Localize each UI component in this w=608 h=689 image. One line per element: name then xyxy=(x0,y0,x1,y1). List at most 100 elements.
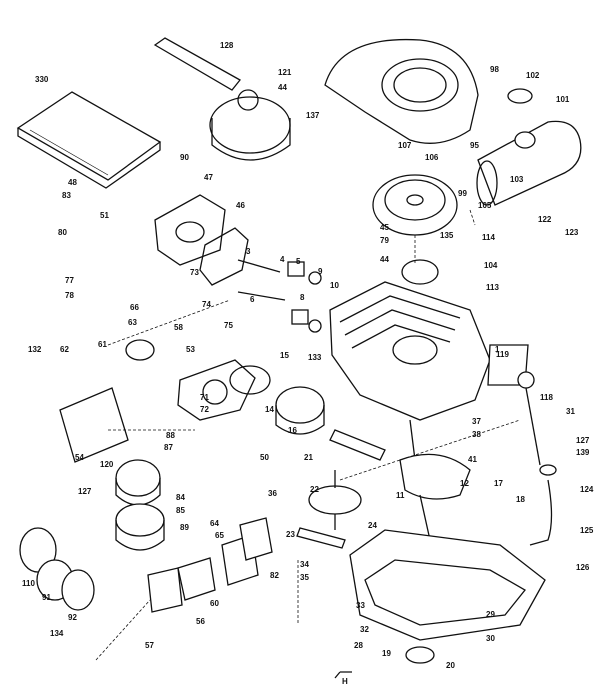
crankshaft-part xyxy=(399,419,471,541)
callout-126: 126 xyxy=(576,563,590,572)
callout-32: 32 xyxy=(360,625,369,634)
callout-50: 50 xyxy=(260,453,269,462)
callout-16: 16 xyxy=(288,426,297,435)
callout-44a: 44 xyxy=(278,83,287,92)
dipstick-tube-part xyxy=(517,371,557,546)
callout-330: 330 xyxy=(35,75,49,84)
callout-44b: 44 xyxy=(380,255,389,264)
cap-part xyxy=(507,88,533,104)
callout-48: 48 xyxy=(68,178,77,187)
carburetor-cover-part xyxy=(154,194,226,266)
callout-9: 9 xyxy=(318,267,323,276)
callout-23: 23 xyxy=(286,530,295,539)
assembly-guide-lines xyxy=(95,209,521,661)
gasket-plate-part xyxy=(177,557,216,601)
corner-mark xyxy=(334,671,352,679)
callout-135: 135 xyxy=(440,231,454,240)
callout-34: 34 xyxy=(300,560,309,569)
callout-133: 133 xyxy=(308,353,322,362)
callout-72: 72 xyxy=(200,405,209,414)
callout-58: 58 xyxy=(174,323,183,332)
callout-113: 113 xyxy=(486,283,499,292)
connecting-rod-part xyxy=(329,429,386,461)
callout-125: 125 xyxy=(580,526,594,535)
corner-letter: H xyxy=(342,677,348,686)
part-number-callouts: 1281214413798102101330901071069599103105… xyxy=(22,41,594,686)
callout-18: 18 xyxy=(516,495,525,504)
callout-91: 91 xyxy=(42,593,51,602)
callout-24: 24 xyxy=(368,521,377,530)
callout-33: 33 xyxy=(356,601,365,610)
carburetor-body-part xyxy=(125,339,256,421)
callout-95: 95 xyxy=(470,141,479,150)
callout-31: 31 xyxy=(566,407,575,416)
gasket-part xyxy=(199,227,249,286)
callout-6: 6 xyxy=(250,295,255,304)
cylinder-block-part xyxy=(329,281,491,421)
callout-107: 107 xyxy=(398,141,412,150)
callout-134: 134 xyxy=(50,629,64,638)
callout-11: 11 xyxy=(396,491,405,500)
callout-71: 71 xyxy=(200,393,209,402)
valve-parts xyxy=(237,259,322,333)
callout-3: 3 xyxy=(246,247,251,256)
flywheel-part xyxy=(372,174,458,236)
callout-84: 84 xyxy=(176,493,185,502)
callout-45: 45 xyxy=(380,223,389,232)
callout-118: 118 xyxy=(540,393,553,402)
callout-120: 120 xyxy=(100,460,114,469)
callout-60: 60 xyxy=(210,599,219,608)
owners-manual-part xyxy=(16,91,162,189)
callout-28: 28 xyxy=(354,641,363,650)
callout-65: 65 xyxy=(215,531,224,540)
callout-110: 110 xyxy=(22,579,35,588)
callout-77: 77 xyxy=(65,276,74,285)
blower-housing-part xyxy=(324,38,479,144)
callout-105: 105 xyxy=(478,201,492,210)
callout-41: 41 xyxy=(468,455,477,464)
callout-139: 139 xyxy=(576,448,590,457)
callout-132: 132 xyxy=(28,345,42,354)
callout-30: 30 xyxy=(486,634,495,643)
air-cleaner-element-part xyxy=(115,459,161,506)
callout-124: 124 xyxy=(580,485,594,494)
callout-8: 8 xyxy=(300,293,305,302)
callout-14: 14 xyxy=(265,405,274,414)
rewind-starter-part xyxy=(153,37,291,161)
callout-51: 51 xyxy=(100,211,109,220)
callout-122: 122 xyxy=(538,215,552,224)
callout-62: 62 xyxy=(60,345,69,354)
callout-37: 37 xyxy=(472,417,481,426)
callout-12: 12 xyxy=(460,479,469,488)
callout-57: 57 xyxy=(145,641,154,650)
muffler-part xyxy=(476,120,582,206)
callout-121: 121 xyxy=(278,68,292,77)
parts-artwork xyxy=(16,37,582,679)
flywheel-hub-part xyxy=(401,259,439,285)
bracket-part xyxy=(147,567,183,613)
callout-99: 99 xyxy=(458,189,467,198)
callout-78: 78 xyxy=(65,291,74,300)
callout-54: 54 xyxy=(75,453,84,462)
callout-128: 128 xyxy=(220,41,234,50)
callout-29: 29 xyxy=(486,610,495,619)
callout-106: 106 xyxy=(425,153,439,162)
callout-104: 104 xyxy=(484,261,498,270)
piston-part xyxy=(229,365,325,435)
callout-88: 88 xyxy=(166,431,175,440)
callout-101: 101 xyxy=(556,95,570,104)
callout-46: 46 xyxy=(236,201,245,210)
callout-79: 79 xyxy=(380,236,389,245)
callout-75: 75 xyxy=(224,321,233,330)
callout-4: 4 xyxy=(280,255,285,264)
callout-64: 64 xyxy=(210,519,219,528)
callout-85: 85 xyxy=(176,506,185,515)
callout-103: 103 xyxy=(510,175,524,184)
callout-87: 87 xyxy=(164,443,173,452)
callout-83: 83 xyxy=(62,191,71,200)
callout-74: 74 xyxy=(202,300,211,309)
air-cleaner-cup-part xyxy=(115,503,165,551)
callout-127a: 127 xyxy=(576,436,590,445)
callout-22: 22 xyxy=(310,485,319,494)
